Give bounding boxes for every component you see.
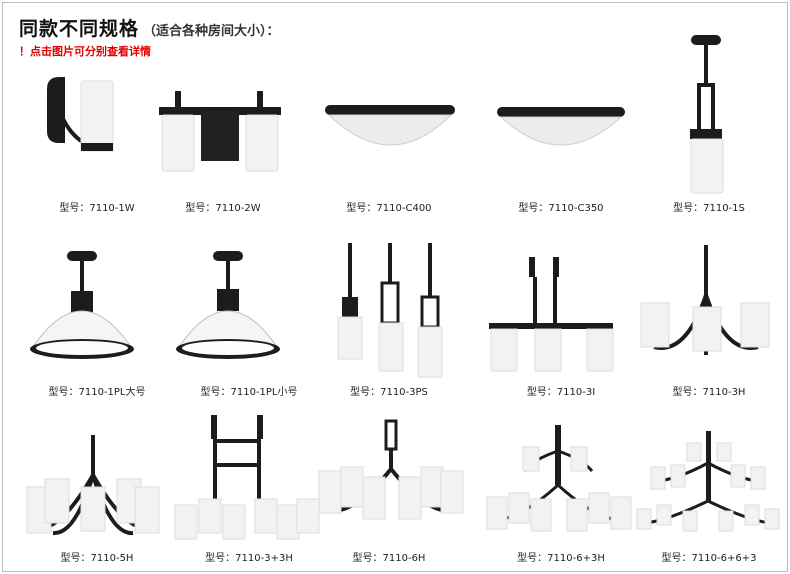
chandelier-3-3h-image[interactable] [171, 381, 327, 549]
chandelier-6-3h-image[interactable] [483, 381, 639, 549]
product-model-label: 型号：7110-6+6+3 [661, 553, 757, 564]
chandelier-6h-image[interactable] [311, 381, 467, 549]
product-model-label: 型号：7110-1S [673, 203, 745, 214]
product-card-7110-3h[interactable]: 型号：7110-3H [631, 215, 787, 398]
product-card-7110-6-3h[interactable]: 型号：7110-6+3H [483, 381, 639, 564]
product-card-7110-6-6-3[interactable]: 型号：7110-6+6+3 [631, 381, 787, 564]
product-card-7110-1w[interactable]: 型号：7110-1W [19, 31, 175, 214]
chandelier-6-6-3-image[interactable] [631, 381, 787, 549]
ceiling-flush-350-image[interactable] [483, 31, 639, 199]
linear-chandelier-3i-image[interactable] [483, 215, 639, 383]
product-model-label: 型号：7110-5H [60, 553, 134, 564]
product-card-7110-6h[interactable]: 型号：7110-6H [311, 381, 467, 564]
product-model-label: 型号：7110-3I [526, 387, 596, 398]
product-model-label: 型号：7110-2W [185, 203, 261, 214]
product-model-label: 型号：7110-6H [352, 553, 426, 564]
ceiling-flush-400-image[interactable] [311, 31, 467, 199]
product-card-7110-3-3h[interactable]: 型号：7110-3+3H [171, 381, 327, 564]
product-card-7110-3ps[interactable]: 型号：7110-3PS [311, 215, 467, 398]
pendant-1pl-small-image[interactable] [171, 215, 327, 383]
product-model-label: 型号：7110-C400 [346, 203, 432, 214]
product-card-7110-1pl-small[interactable]: 型号：7110-1PL小号 [171, 215, 327, 398]
product-model-label: 型号：7110-1PL小号 [200, 387, 298, 398]
page-subtitle: （适合各种房间大小）： [143, 24, 280, 39]
product-card-7110-1s[interactable]: 型号：7110-1S [631, 31, 787, 214]
chandelier-5h-image[interactable] [19, 381, 175, 549]
product-model-label: 型号：7110-3H [672, 387, 746, 398]
product-model-label: 型号：7110-3PS [350, 387, 428, 398]
pendant-3ps-image[interactable] [311, 215, 467, 383]
pendant-1s-image[interactable] [631, 31, 787, 199]
wall-sconce-1-image[interactable] [19, 31, 175, 199]
wall-sconce-2-image[interactable] [145, 31, 301, 199]
product-card-7110-2w[interactable]: 型号：7110-2W [145, 31, 301, 214]
product-model-label: 型号：7110-1W [59, 203, 135, 214]
product-model-label: 型号：7110-C350 [518, 203, 604, 214]
chandelier-3h-image[interactable] [631, 215, 787, 383]
product-card-7110-c400[interactable]: 型号：7110-C400 [311, 31, 467, 214]
product-card-7110-c350[interactable]: 型号：7110-C350 [483, 31, 639, 214]
product-model-label: 型号：7110-6+3H [517, 553, 605, 564]
click-notice: ！点击图片可分别查看详情 [19, 45, 151, 58]
pendant-1pl-large-image[interactable] [19, 215, 175, 383]
product-card-7110-1pl-large[interactable]: 型号：7110-1PL大号 [19, 215, 175, 398]
product-model-label: 型号：7110-3+3H [205, 553, 293, 564]
product-model-label: 型号：7110-1PL大号 [48, 387, 146, 398]
product-card-7110-3i[interactable]: 型号：7110-3I [483, 215, 639, 398]
page-title: 同款不同规格 [19, 18, 140, 40]
title-row: 同款不同规格 （适合各种房间大小）： [19, 14, 280, 42]
product-card-7110-5h[interactable]: 型号：7110-5H [19, 381, 175, 564]
